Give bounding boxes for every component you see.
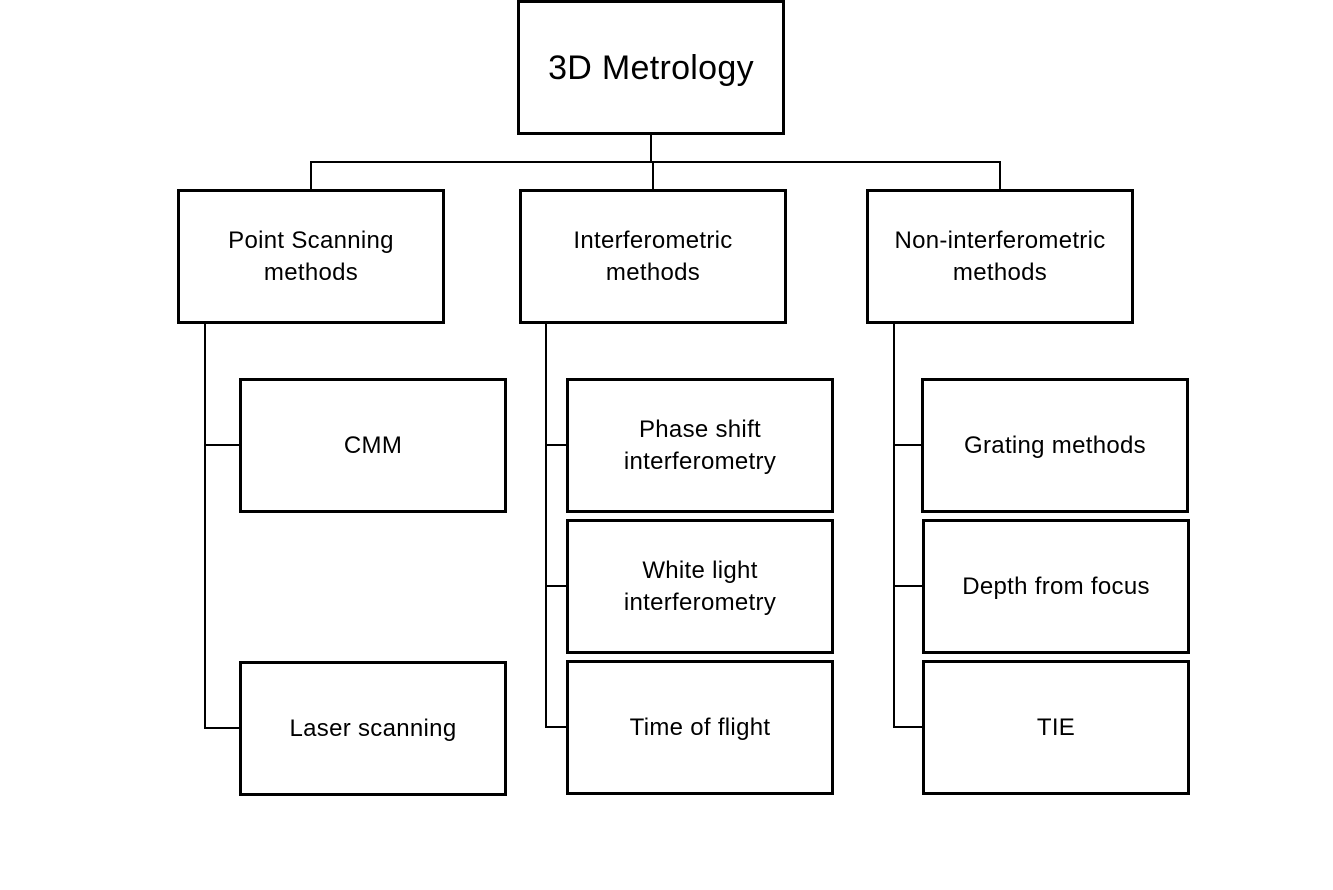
branch-time-of-flight [545, 726, 568, 728]
leaf-box-white-light: White light interferometry [566, 519, 834, 654]
leaf-label-depth-from-focus: Depth from focus [962, 572, 1150, 600]
category-label-point-scanning: Point Scanning methods [228, 226, 394, 286]
leaf-label-tie: TIE [1036, 713, 1076, 741]
connector-to-non-interferometric [999, 161, 1001, 190]
connector-to-interferometric [652, 161, 654, 190]
leaf-box-grating: Grating methods [921, 378, 1189, 513]
spine-interferometric [545, 323, 547, 727]
leaf-box-time-of-flight: Time of flight [566, 660, 834, 795]
leaf-box-depth-from-focus: Depth from focus [922, 519, 1190, 654]
branch-cmm [204, 444, 241, 446]
branch-grating [893, 444, 923, 446]
leaf-box-cmm: CMM [239, 378, 507, 513]
category-label-non-interferometric: Non-interferometric methods [894, 226, 1106, 286]
leaf-box-laser-scanning: Laser scanning [239, 661, 507, 796]
leaf-label-phase-shift: Phase shift interferometry [623, 415, 777, 475]
leaf-label-time-of-flight: Time of flight [629, 713, 771, 741]
category-box-non-interferometric: Non-interferometric methods [866, 189, 1134, 324]
spine-point-scanning [204, 323, 206, 729]
branch-laser-scanning [204, 727, 241, 729]
branch-white-light [545, 585, 568, 587]
spine-non-interferometric [893, 323, 895, 727]
root-box: 3D Metrology [517, 0, 785, 135]
root-label: 3D Metrology [548, 48, 754, 87]
leaf-label-white-light: White light interferometry [623, 556, 777, 616]
category-box-point-scanning: Point Scanning methods [177, 189, 445, 324]
connector-to-point-scanning [310, 161, 312, 190]
leaf-label-cmm: CMM [343, 431, 403, 459]
branch-tie [893, 726, 924, 728]
connector-category-bus [310, 161, 1001, 163]
category-label-interferometric: Interferometric methods [573, 226, 733, 286]
leaf-label-grating: Grating methods [964, 431, 1146, 459]
leaf-box-tie: TIE [922, 660, 1190, 795]
connector-root-trunk [650, 134, 652, 162]
category-box-interferometric: Interferometric methods [519, 189, 787, 324]
branch-phase-shift [545, 444, 568, 446]
leaf-box-phase-shift: Phase shift interferometry [566, 378, 834, 513]
leaf-label-laser-scanning: Laser scanning [289, 714, 457, 742]
branch-depth-from-focus [893, 585, 924, 587]
